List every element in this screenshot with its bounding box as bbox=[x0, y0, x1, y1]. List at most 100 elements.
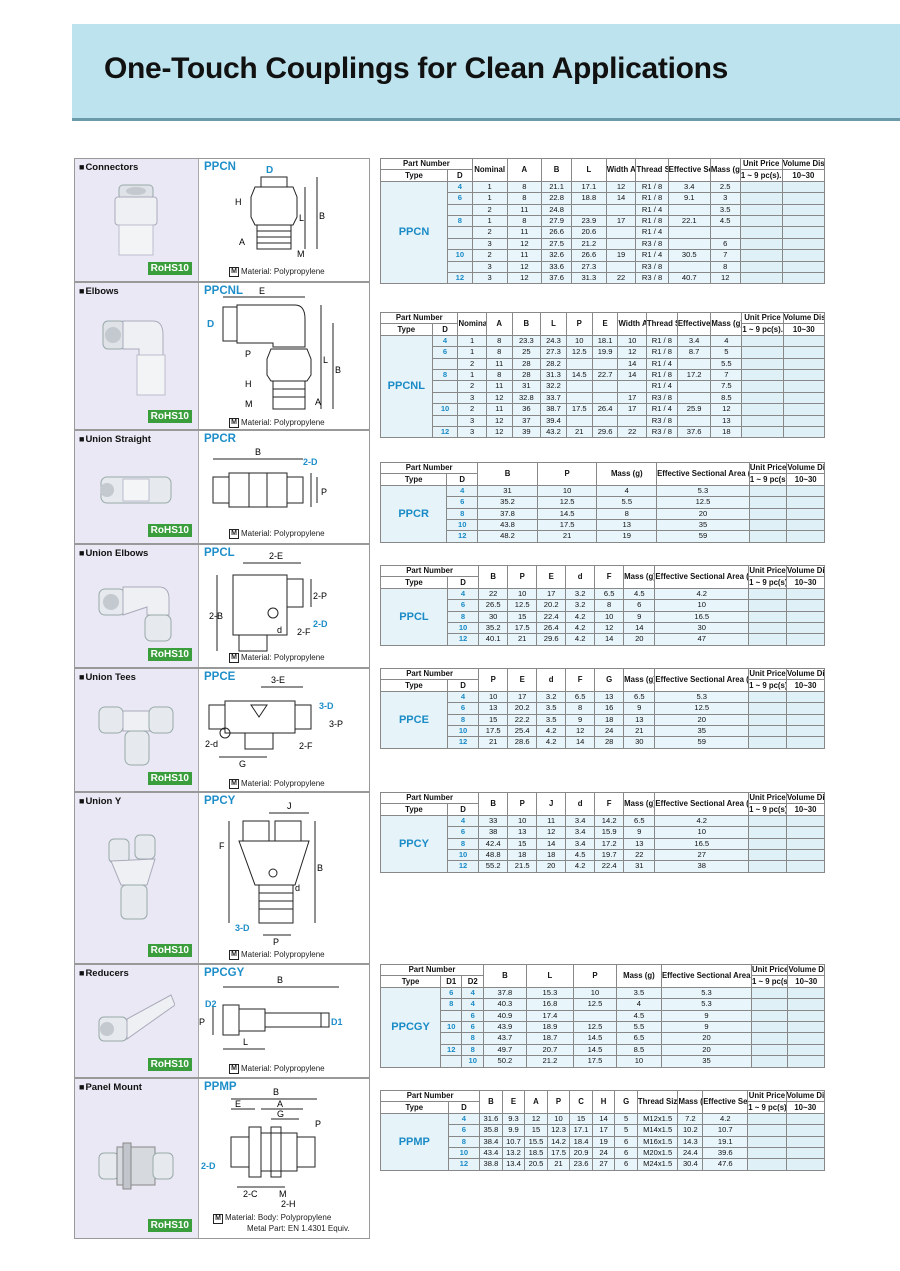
table-cell bbox=[591, 380, 619, 393]
table-cell: 17.1 bbox=[570, 180, 607, 194]
table-cell bbox=[591, 391, 619, 405]
column-header: Thread Size M bbox=[636, 1090, 679, 1114]
table-cell: 12 bbox=[506, 260, 543, 274]
table-cell: 17.1 bbox=[569, 1124, 593, 1137]
table-cell: 20.2 bbox=[507, 702, 538, 715]
table-cell: 14 bbox=[536, 837, 567, 851]
header-volume-discount: Volume Discount Rate bbox=[786, 791, 825, 805]
table-cell: M24x1.5 bbox=[636, 1158, 679, 1171]
table-cell: 12 bbox=[617, 346, 647, 359]
table-cell: 10 bbox=[431, 403, 459, 416]
table-cell: 30.4 bbox=[677, 1158, 704, 1171]
unit-price-cell bbox=[747, 1158, 787, 1171]
material-text: Material: Polypropylene bbox=[241, 1064, 325, 1074]
table-cell: 30 bbox=[478, 610, 509, 624]
table-cell: 14 bbox=[617, 368, 647, 382]
table-cell: 8.7 bbox=[676, 346, 712, 359]
table-cell: 6 bbox=[440, 986, 463, 1000]
type-cell: PPCY bbox=[380, 814, 448, 873]
table-cell: 5.5 bbox=[596, 496, 658, 509]
table-cell: R1 / 8 bbox=[645, 346, 678, 359]
unit-price-cell bbox=[748, 621, 788, 635]
table-cell: R1 / 8 bbox=[645, 334, 678, 348]
table-cell: 14 bbox=[565, 736, 596, 749]
table-cell: 4.2 bbox=[565, 633, 596, 646]
table-cell: 10 bbox=[478, 690, 509, 704]
table-cell: 30 bbox=[654, 621, 750, 635]
volume-price-cell bbox=[781, 214, 826, 228]
column-header: d bbox=[565, 792, 596, 816]
header-vol-sub: 10~30 bbox=[786, 803, 825, 816]
table-cell: 37.6 bbox=[676, 426, 712, 439]
table-cell: 6 bbox=[447, 1124, 481, 1137]
table-cell bbox=[440, 1009, 463, 1023]
unit-price-cell bbox=[739, 203, 783, 217]
table-cell: 13 bbox=[507, 826, 538, 839]
column-header: Mass (g) bbox=[623, 565, 656, 589]
table-cell: 4.2 bbox=[536, 724, 567, 738]
table-cell: 12 bbox=[446, 633, 480, 646]
header-d: D2 bbox=[461, 975, 484, 988]
table-cell: 43.4 bbox=[479, 1146, 503, 1160]
table-cell: R1 / 8 bbox=[645, 368, 678, 382]
material-text: Material: Polypropylene bbox=[241, 950, 325, 960]
column-header: A bbox=[506, 158, 543, 182]
column-header: A bbox=[485, 312, 513, 336]
table-cell: 3.5 bbox=[536, 713, 567, 727]
table-cell: 4 bbox=[615, 998, 662, 1011]
volume-price-cell bbox=[785, 1135, 826, 1149]
table-cell: 31 bbox=[623, 860, 656, 873]
table-cell: 26.5 bbox=[478, 599, 509, 612]
table-cell: 10 bbox=[446, 518, 479, 532]
table-cell: 43.7 bbox=[482, 1032, 527, 1045]
unit-price-cell bbox=[741, 414, 784, 428]
volume-price-cell bbox=[782, 403, 826, 416]
unit-price-cell bbox=[748, 610, 788, 624]
unit-price-cell bbox=[748, 599, 788, 612]
table-cell: 8 bbox=[506, 214, 543, 228]
table-cell: 10 bbox=[440, 1020, 463, 1034]
column-header: Mass (g) bbox=[623, 668, 656, 692]
table-cell: 35.8 bbox=[479, 1124, 503, 1137]
table-cell: 30 bbox=[623, 736, 656, 749]
table-cell: 1 bbox=[457, 334, 487, 348]
unit-price-cell bbox=[747, 1112, 787, 1126]
table-cell: 27.9 bbox=[541, 214, 572, 228]
svg-text:2-C: 2-C bbox=[243, 1189, 258, 1199]
table-cell: 40.1 bbox=[478, 633, 509, 646]
table-cell: 19 bbox=[596, 530, 658, 543]
table-cell: 2.5 bbox=[709, 180, 741, 194]
elbow-diagram: E D P L B H M A bbox=[207, 286, 341, 410]
table-cell: 12 bbox=[440, 1043, 463, 1057]
header-vol-sub: 10~30 bbox=[782, 323, 826, 336]
category-label: Reducers bbox=[79, 968, 128, 979]
table-cell: 4.5 bbox=[615, 1009, 662, 1023]
svg-text:P: P bbox=[321, 487, 327, 497]
unit-price-cell bbox=[748, 702, 788, 715]
table-cell: 17 bbox=[617, 391, 647, 405]
table-cell: 17.5 bbox=[565, 403, 593, 416]
table-cell: 12 bbox=[565, 724, 596, 738]
table-cell: R3 / 8 bbox=[635, 237, 669, 251]
type-cell: PPCGY bbox=[379, 986, 442, 1068]
table-cell bbox=[605, 260, 637, 274]
table-cell: 59 bbox=[654, 736, 750, 749]
table-cell bbox=[667, 237, 711, 251]
table-cell: R3 / 8 bbox=[645, 426, 678, 439]
header-unit-price: Unit Price bbox=[748, 667, 788, 681]
header-unit-sub: 1 ~ 9 pc(s). bbox=[751, 975, 789, 988]
table-cell: 12 bbox=[506, 237, 543, 251]
table-cell: 6.5 bbox=[623, 814, 656, 828]
table-cell: R1 / 4 bbox=[635, 203, 669, 217]
table-cell: 28 bbox=[511, 368, 542, 382]
table-cell: 22.4 bbox=[536, 610, 567, 624]
volume-price-cell bbox=[781, 260, 826, 274]
